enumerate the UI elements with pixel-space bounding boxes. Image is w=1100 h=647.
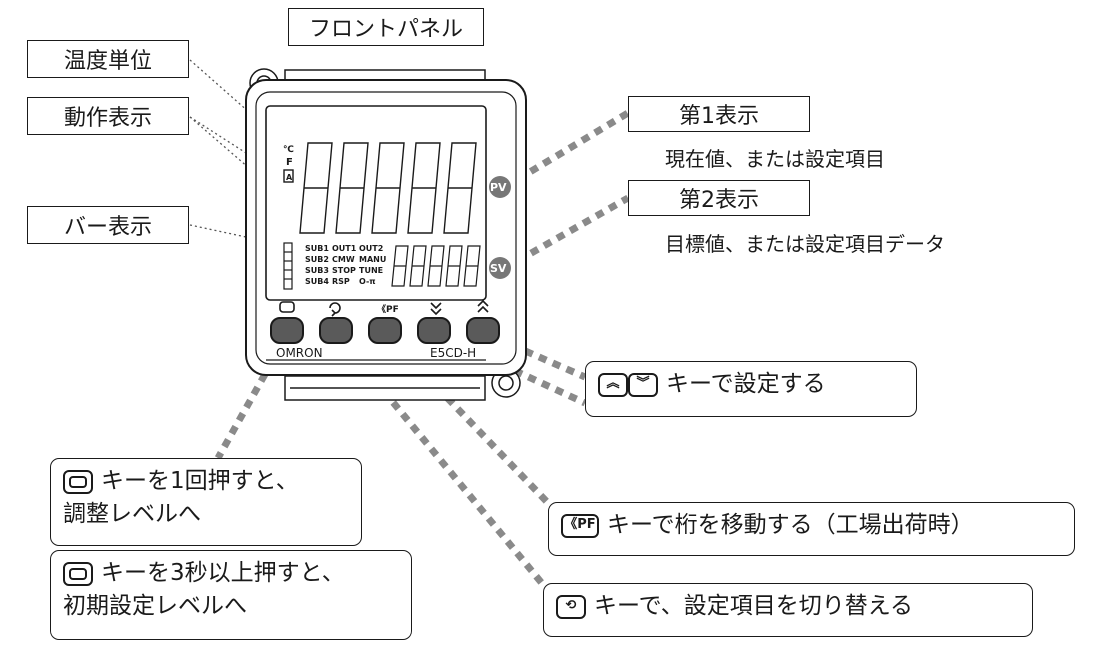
- mode-key-icon: [63, 561, 93, 586]
- cycle-key-icon: ⟲: [556, 594, 586, 619]
- op-display-leader-1: [189, 116, 286, 179]
- operation-display-label: 動作表示: [27, 97, 189, 135]
- down-key-connector: [431, 329, 587, 407]
- mode-key-icon: [63, 469, 93, 494]
- status-indicator-cmw: CMW: [332, 255, 355, 264]
- device-body: [245, 79, 527, 376]
- mode-3s-line1: キーを3秒以上押すと、: [101, 560, 345, 586]
- seven-segment-digit: [299, 142, 333, 234]
- pf-callout: 《PF キーで桁を移動する（工場出荷時）: [548, 502, 1075, 556]
- op-display-leader-2: [189, 116, 331, 239]
- status-indicator-sub1: SUB1: [305, 244, 329, 253]
- sv-label: SV: [490, 262, 507, 275]
- display2-description: 目標値、または設定項目データ: [665, 232, 945, 256]
- status-indicator-sub2: SUB2: [305, 255, 329, 264]
- mode-1s-line2: 調整レベルへ: [63, 501, 201, 528]
- cycle-key-connector: [333, 330, 548, 590]
- status-indicator-sub4: SUB4: [305, 277, 329, 286]
- seven-segment-digit: [463, 245, 481, 287]
- display1-label: 第1表示: [628, 96, 810, 132]
- status-indicator-rsp: RSP: [332, 277, 350, 286]
- down-key[interactable]: [417, 317, 451, 344]
- status-indicator-out1: OUT1: [332, 244, 357, 253]
- temp-unit-label: 温度単位: [27, 40, 189, 78]
- mode-1s-callout: キーを1回押すと、 調整レベルへ: [50, 458, 362, 546]
- seven-segment-digit: [407, 142, 441, 234]
- cycle-key-label-icon: [329, 302, 341, 317]
- pv-badge: [489, 176, 511, 198]
- up-key[interactable]: [466, 317, 500, 344]
- unit-celsius: ℃: [283, 145, 294, 155]
- pf-key-label: 《PF: [377, 304, 399, 315]
- front-panel-label: フロントパネル: [288, 8, 484, 46]
- mode-3s-callout: キーを3秒以上押すと、 初期設定レベルへ: [50, 550, 412, 640]
- seven-segment-digit: [443, 142, 477, 234]
- mode-key[interactable]: [270, 317, 304, 344]
- mode-3s-line2: 初期設定レベルへ: [63, 593, 247, 620]
- status-indicator-stop: STOP: [332, 266, 356, 275]
- unit-a-box: [283, 169, 294, 183]
- pf-key[interactable]: [368, 317, 402, 344]
- brand-logo: OMRON: [276, 346, 323, 360]
- updown-callout: ︽ ︾ キーで設定する: [585, 361, 917, 417]
- unit-ampere: A: [286, 173, 293, 182]
- status-indicator-out2: OUT2: [359, 244, 383, 253]
- bar-graph: [283, 242, 293, 290]
- sv-digits: [391, 245, 481, 287]
- status-indicator-manu: MANU: [359, 255, 386, 264]
- cycle-key[interactable]: [319, 317, 353, 344]
- seven-segment-digit: [409, 245, 427, 287]
- seven-segment-digit: [445, 245, 463, 287]
- lcd-window: [265, 105, 487, 301]
- sv-badge: [489, 257, 511, 279]
- display1-description: 現在値、または設定項目: [665, 147, 885, 171]
- model-name: E5CD-H: [430, 346, 476, 360]
- status-indicator-o-π: O-π: [359, 277, 376, 286]
- cycle-callout: ⟲ キーで、設定項目を切り替える: [543, 583, 1033, 637]
- seven-segment-digit: [335, 142, 369, 234]
- up-double-chevron-icon: ︽: [598, 372, 628, 397]
- up-key-label-icon: [477, 299, 489, 313]
- down-key-label-icon: [430, 302, 442, 316]
- updown-text: キーで設定する: [666, 371, 826, 397]
- status-indicator-sub3: SUB3: [305, 266, 329, 275]
- mode-key-label-icon: [279, 301, 295, 313]
- pf-key-connector: [382, 330, 553, 508]
- pv-digits: [299, 142, 477, 234]
- seven-segment-digit: [427, 245, 445, 287]
- display2-label: 第2表示: [628, 180, 810, 216]
- status-indicator-tune: TUNE: [359, 266, 383, 275]
- pv-label: PV: [490, 181, 507, 194]
- pf-key-icon: 《PF: [561, 513, 599, 538]
- cycle-text: キーで、設定項目を切り替える: [594, 593, 914, 619]
- mode-1s-line1: キーを1回押すと、: [101, 468, 299, 494]
- bar-display-leader: [189, 224, 289, 247]
- pf-text: キーで桁を移動する（工場出荷時）: [607, 512, 974, 538]
- unit-fahrenheit: F: [286, 157, 293, 168]
- seven-segment-digit: [391, 245, 409, 287]
- bar-display-label: バー表示: [27, 206, 189, 244]
- down-double-chevron-icon: ︾: [628, 372, 658, 397]
- seven-segment-digit: [371, 142, 405, 234]
